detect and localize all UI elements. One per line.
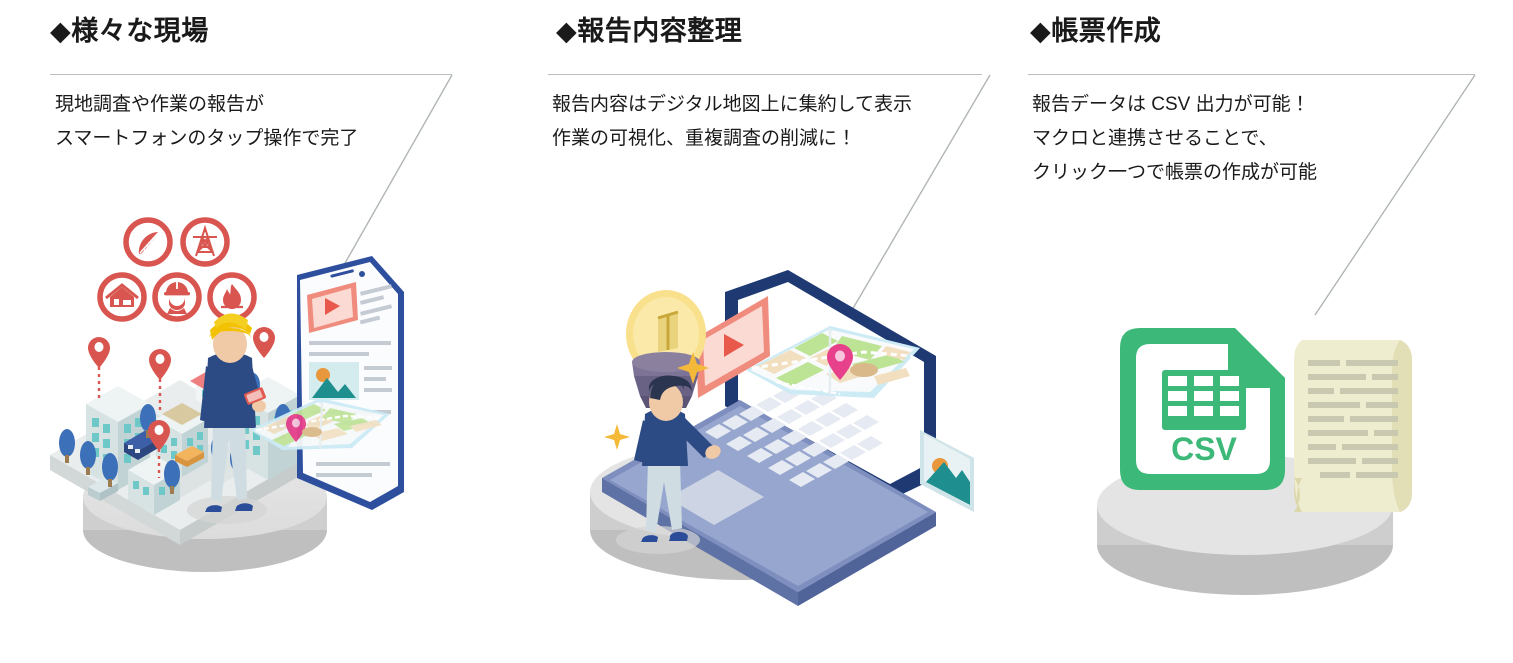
column-form-creation: ◆帳票作成 報告データは CSV 出力が可能！ マクロと連携させることで、 クリ… [1000, 0, 1513, 663]
video-thumbnail-card [307, 282, 358, 333]
column-1-body: 現地調査や作業の報告が スマートフォンのタップ操作で完了 [55, 88, 358, 156]
column-1-rule [50, 74, 452, 75]
document-scroll-icon [1294, 340, 1412, 512]
column-3-heading: ◆帳票作成 [1030, 16, 1162, 46]
column-2-body: 報告内容はデジタル地図上に集約して表示 作業の可視化、重複調査の削減に！ [552, 88, 912, 156]
fire-icon [207, 272, 257, 322]
photo-thumbnail-card [309, 362, 359, 400]
column-2-rule [548, 74, 982, 75]
illustration-isometric-city-with-smartphone [50, 217, 404, 572]
text-lines-2 [309, 341, 391, 356]
column-3-rule [1028, 74, 1475, 75]
isometric-city [50, 313, 310, 545]
column-3-body: 報告データは CSV 出力が可能！ マクロと連携させることで、 クリック一つで帳… [1032, 88, 1317, 190]
person-at-laptop [616, 375, 721, 554]
map-pin-icon [827, 344, 853, 380]
column-various-sites: ◆様々な現場 現地調査や作業の報告が スマートフォンのタップ操作で完了 [0, 0, 500, 663]
house-icon [97, 272, 147, 322]
map-pin [253, 327, 275, 358]
power-tower-icon [180, 217, 230, 267]
map-pin [148, 420, 170, 478]
text-lines-5 [316, 462, 390, 477]
column-2-heading: ◆報告内容整理 [556, 16, 743, 46]
column-1-heading: ◆様々な現場 [50, 16, 209, 46]
column-3-body-line-3: クリック一つで帳票の作成が可能 [1032, 162, 1318, 183]
keyboard-keys [705, 379, 883, 487]
text-lines-3 [364, 366, 392, 392]
car [175, 446, 204, 467]
illustration-laptop-with-digital-map [590, 270, 974, 606]
sparkle-icon [604, 352, 709, 450]
map-pin [149, 349, 171, 412]
map-pin-group [88, 327, 275, 478]
map-pin-icon [286, 414, 306, 442]
illustration-csv-file-with-document-scroll: CSV [1097, 328, 1412, 595]
screen-open-map [746, 326, 920, 398]
video-card-icon [696, 296, 770, 398]
text-lines-1 [359, 284, 393, 325]
open-map-overlay [250, 398, 390, 450]
trackpad [668, 470, 764, 525]
category-icon-group [97, 217, 257, 322]
csv-file-label: CSV [1171, 431, 1237, 467]
column-2-body-line-2: 作業の可視化、重複調査の削減に！ [552, 128, 857, 149]
column-3-body-line-1: 報告データは CSV 出力が可能！ [1032, 94, 1310, 115]
column-report-organizing: ◆報告内容整理 報告内容はデジタル地図上に集約して表示 作業の可視化、重複調査の… [500, 0, 1000, 663]
csv-file-icon: CSV [1120, 328, 1285, 490]
photo-card-icon [920, 430, 974, 512]
person-field-worker [187, 313, 267, 524]
map-pin [88, 337, 110, 400]
column-1-body-line-2: スマートフォンのタップ操作で完了 [55, 128, 359, 149]
worker-helmet-icon [152, 272, 202, 322]
column-3-body-line-2: マクロと連携させることで、 [1032, 128, 1278, 149]
column-2-body-line-1: 報告内容はデジタル地図上に集約して表示 [552, 94, 913, 115]
spreadsheet-grid-icon [1162, 370, 1246, 430]
column-1-body-line-1: 現地調査や作業の報告が [55, 94, 265, 115]
smartphone-device [250, 256, 404, 510]
leaf-icon [123, 217, 173, 267]
